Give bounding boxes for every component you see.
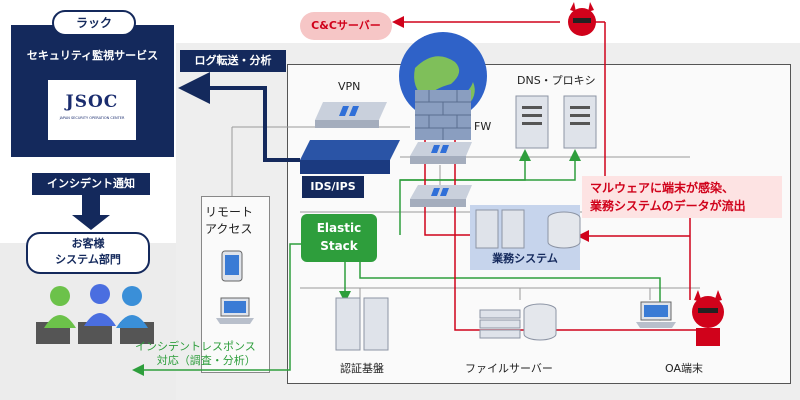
business-servers-icon	[475, 209, 581, 249]
tablet-icon	[221, 250, 243, 282]
core-switch-icon	[410, 142, 472, 164]
auth-label: 認証基盤	[340, 362, 384, 375]
ids-ips-label: IDS/IPS	[302, 176, 364, 198]
jsoc-logo-text: JSOC	[65, 92, 119, 112]
rack-title: ラック	[75, 16, 112, 30]
elastic-line1: Elastic	[316, 221, 362, 235]
remote-access-line2: アクセス	[205, 222, 253, 236]
vpn-label: VPN	[338, 80, 361, 93]
vpn-router-icon	[315, 102, 387, 128]
customer-line2: システム部門	[55, 253, 121, 266]
fw-label: FW	[474, 120, 492, 133]
soc-service-title: セキュリティ監視サービス	[26, 49, 159, 62]
incident-response-label: インシデントレスポンス 対応（調査・分析）	[135, 340, 256, 368]
dns-server-icon	[515, 95, 549, 149]
operators-illustration	[36, 284, 154, 344]
incident-notice-label: インシデント通知	[32, 173, 150, 195]
file-server-icon	[479, 303, 557, 341]
auth-servers-icon	[335, 297, 389, 351]
infected-terminal-devil-icon	[692, 290, 724, 346]
incident-response-line1: インシデントレスポンス	[135, 340, 256, 353]
malware-alert-line2: 業務システムのデータが流出	[590, 199, 746, 213]
remote-access-frame	[201, 196, 270, 373]
malware-alert-box: マルウェアに端末が感染、 業務システムのデータが流出	[582, 176, 782, 218]
log-transfer-label: ログ転送・分析	[180, 50, 286, 72]
jsoc-logo: JSOC JAPAN SECURITY OPERATION CENTER	[48, 80, 136, 140]
dns-proxy-label: DNS・プロキシ	[517, 74, 596, 87]
access-switch-icon	[410, 185, 472, 207]
customer-label: お客様 システム部門	[26, 232, 150, 274]
incident-response-line2: 対応（調査・分析）	[156, 354, 256, 367]
laptop-icon	[216, 297, 254, 324]
devil-hacker-icon	[568, 2, 596, 36]
proxy-server-icon	[563, 95, 597, 149]
customer-line1: お客様	[71, 237, 105, 250]
remote-access-label: リモート アクセス	[205, 204, 253, 238]
elastic-stack-box: Elastic Stack	[301, 214, 377, 262]
elastic-line2: Stack	[320, 239, 358, 253]
cc-server-label: C&Cサーバー	[311, 19, 381, 32]
cc-server-cloud: C&Cサーバー	[300, 12, 392, 40]
oa-terminal-label: OA端末	[665, 362, 703, 375]
rack-label: ラック	[52, 10, 136, 36]
firewall-icon	[415, 90, 471, 140]
malware-alert-line1: マルウェアに端末が感染、	[590, 181, 735, 195]
oa-laptop-icon	[636, 301, 676, 328]
file-server-label: ファイルサーバー	[465, 362, 553, 375]
jsoc-logo-subtext: JAPAN SECURITY OPERATION CENTER	[59, 116, 125, 120]
remote-access-line1: リモート	[205, 205, 254, 219]
ids-ips-device-icon	[300, 140, 400, 174]
business-system-label: 業務システム	[492, 252, 558, 265]
